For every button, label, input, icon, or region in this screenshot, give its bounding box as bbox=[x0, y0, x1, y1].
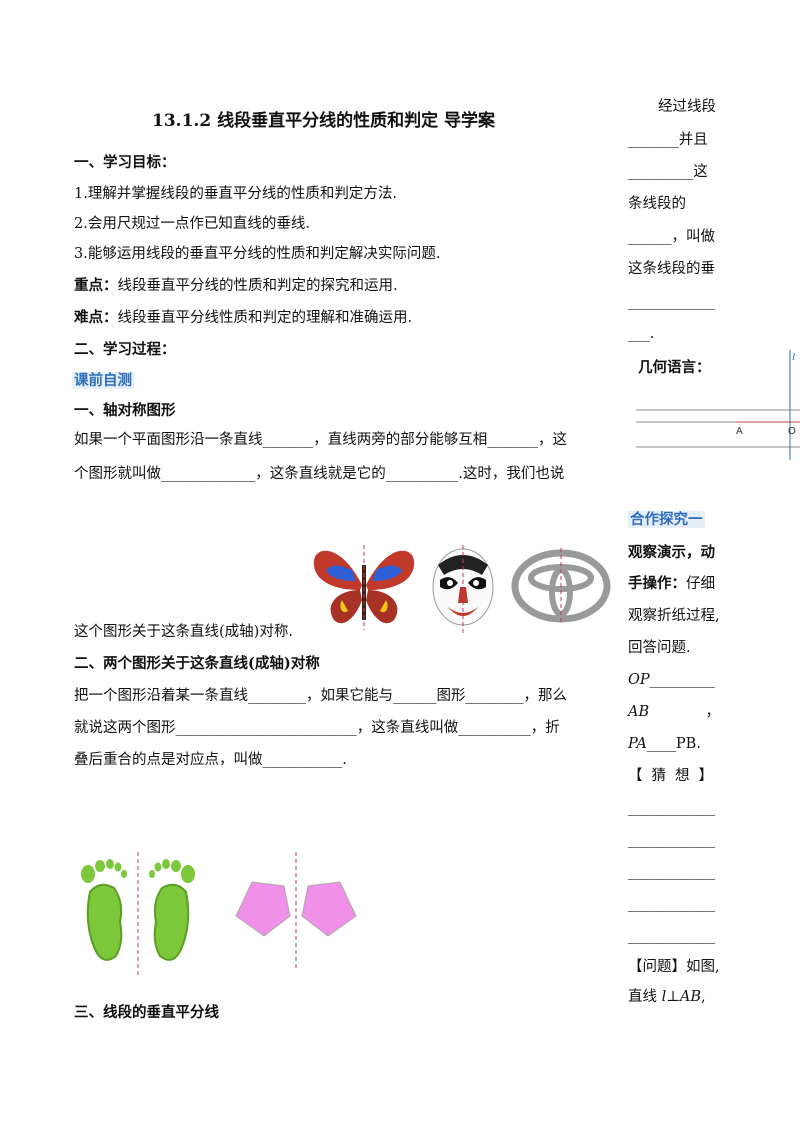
pb-label: PB. bbox=[675, 736, 701, 752]
difficulty-label: 难点： bbox=[74, 309, 118, 326]
two-figures-paragraph-3: 叠后重合的点是对应点，叫做___________. bbox=[74, 752, 347, 768]
preclass-heading: 课前自测 bbox=[72, 371, 134, 391]
axis-symmetry-heading: 一、轴对称图形 bbox=[74, 402, 176, 419]
opera-mask-image bbox=[432, 545, 494, 633]
op-blank: _________ bbox=[649, 672, 715, 688]
butterfly-image bbox=[313, 545, 415, 630]
op-label: OP bbox=[628, 672, 650, 688]
observe-line-4: 回答问题. bbox=[628, 640, 691, 656]
observe-line-2: 手操作：仔细 bbox=[628, 574, 715, 594]
cooperative-inquiry-label: 合作探究一 bbox=[628, 511, 705, 528]
question-line-2: 直线 l⊥AB, bbox=[628, 987, 706, 1007]
pa-label: PA bbox=[628, 736, 647, 752]
figure-label-o: O bbox=[788, 426, 796, 437]
observe-line-3: 观察折纸过程, bbox=[628, 608, 720, 624]
guess-blank-1: ____________ bbox=[628, 800, 715, 816]
two-figures-paragraph-1: 把一个图形沿着某一条直线________，如果它能与______图形______… bbox=[74, 688, 567, 704]
toyota-logo-image bbox=[511, 548, 611, 624]
segment-ab: AB bbox=[679, 989, 702, 1005]
axis-paragraph-3: 这个图形关于这条直线(成轴)对称. bbox=[74, 624, 293, 640]
difficulty: 难点：线段垂直平分线性质和判定的理解和准确运用. bbox=[74, 308, 412, 328]
guess-blank-3: ____________ bbox=[628, 864, 715, 880]
axis-paragraph-2: 个图形就叫做_____________，这条直线就是它的__________.这… bbox=[74, 466, 565, 482]
guess-blank-5: ____________ bbox=[628, 928, 715, 944]
two-figures-paragraph-2: 就说这两个图形_________________________，这条直线叫做_… bbox=[74, 720, 560, 736]
pa-blank: ____ bbox=[646, 736, 676, 752]
perpendicular-figure: l A O bbox=[636, 350, 800, 460]
side-line-4: 条线段的 bbox=[628, 196, 686, 212]
question-line-1: 【问题】如图, bbox=[628, 959, 720, 975]
side-line-7: ____________ bbox=[628, 294, 715, 310]
figure-label-a: A bbox=[736, 426, 743, 437]
side-line-8: ___. bbox=[628, 326, 655, 342]
key-point: 重点：线段垂直平分线的性质和判定的探究和运用. bbox=[74, 276, 398, 296]
observe-bold: 手操作： bbox=[628, 575, 686, 592]
side-line-5: ______，叫做 bbox=[628, 229, 715, 245]
footprints-image bbox=[81, 852, 195, 976]
goal-1: 1.理解并掌握线段的垂直平分线的性质和判定方法. bbox=[74, 186, 397, 202]
learning-process-heading: 二、学习过程： bbox=[74, 341, 176, 358]
perp-symbol: ⊥ bbox=[666, 989, 680, 1005]
goal-3: 3.能够运用线段的垂直平分线的性质和判定解决实际问题. bbox=[74, 246, 441, 262]
preclass-label: 课前自测 bbox=[72, 372, 134, 389]
question-text: 直线 bbox=[628, 989, 662, 1005]
geometry-language-label: 几何语言： bbox=[638, 359, 711, 376]
side-line-3: _________这 bbox=[628, 164, 708, 180]
axis-paragraph-1: 如果一个平面图形沿一条直线_______，直线两旁的部分能够互相_______，… bbox=[74, 432, 567, 448]
ab-label: AB bbox=[628, 704, 650, 720]
side-line-6: 这条线段的垂 bbox=[628, 261, 715, 277]
line-l: l bbox=[661, 989, 667, 1005]
perpendicular-bisector-heading: 三、线段的垂直平分线 bbox=[74, 1004, 219, 1021]
key-label: 重点： bbox=[74, 277, 118, 294]
ab-line: AB ， bbox=[628, 702, 720, 722]
pentagons-image bbox=[235, 852, 357, 968]
guess-heading: 【猜想】 bbox=[628, 768, 722, 784]
page-title: 13.1.2 线段垂直平分线的性质和判定 导学案 bbox=[152, 111, 495, 131]
guess-blank-2: ____________ bbox=[628, 832, 715, 848]
two-figures-heading: 二、两个图形关于这条直线(成轴)对称 bbox=[74, 655, 320, 672]
guess-blank-4: ____________ bbox=[628, 896, 715, 912]
pa-line: PA____PB. bbox=[628, 734, 701, 754]
key-text: 线段垂直平分线的性质和判定的探究和运用. bbox=[117, 278, 398, 294]
ab-comma: ， bbox=[705, 704, 721, 720]
difficulty-text: 线段垂直平分线性质和判定的理解和准确运用. bbox=[117, 310, 413, 326]
observe-text: 仔细 bbox=[686, 576, 715, 592]
question-comma: , bbox=[701, 989, 706, 1005]
figure-label-l: l bbox=[792, 351, 795, 363]
op-line: OP_________ bbox=[628, 670, 715, 690]
goal-2: 2.会用尺规过一点作已知直线的垂线. bbox=[74, 216, 310, 232]
side-line-1: 经过线段 bbox=[658, 99, 716, 115]
cooperative-inquiry-heading: 合作探究一 bbox=[628, 510, 705, 530]
observe-line-1: 观察演示，动 bbox=[628, 544, 715, 561]
learning-goals-heading: 一、学习目标： bbox=[74, 154, 176, 171]
side-line-2: _______并且 bbox=[628, 132, 708, 148]
